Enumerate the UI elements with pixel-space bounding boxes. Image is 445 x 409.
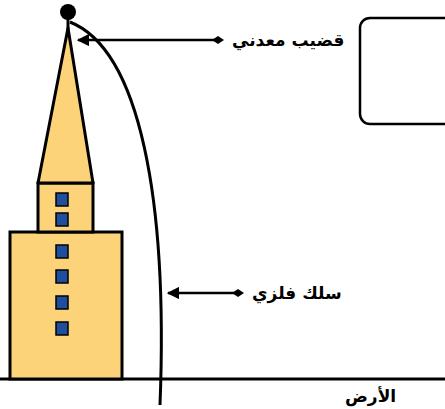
rod-tip — [60, 4, 76, 20]
leader-line — [168, 292, 238, 295]
part-label: الأرض — [345, 386, 396, 406]
note-box — [360, 18, 445, 124]
leader-tail — [232, 289, 244, 297]
tower-spire — [38, 28, 93, 183]
leader-tail — [212, 36, 224, 44]
tower-windows — [56, 193, 68, 335]
tower-middle — [38, 183, 93, 232]
part-label: قضيب معدني — [232, 30, 344, 50]
metal-wire — [70, 22, 161, 405]
leader-line — [78, 39, 218, 42]
part-label: سلك فلزي — [252, 283, 342, 303]
tower-base — [10, 232, 122, 379]
